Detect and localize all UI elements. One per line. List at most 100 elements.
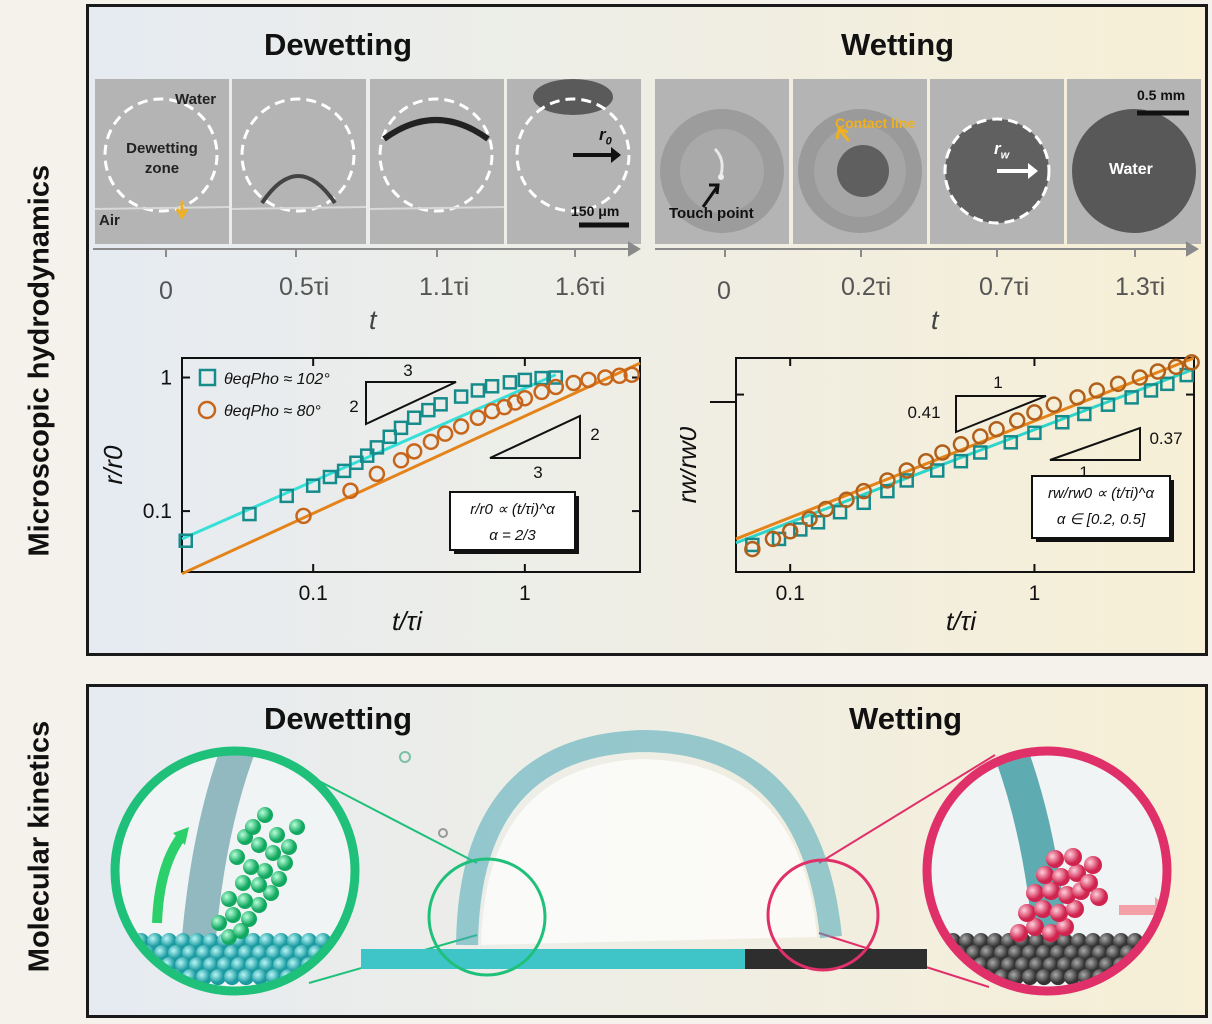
water-molecule <box>1036 866 1054 884</box>
data-point-circle <box>781 523 799 540</box>
lattice-atom <box>1057 933 1073 949</box>
slope-triangle <box>489 414 581 459</box>
top-panel: Dewetting Wetting Water Dewetting zone A… <box>86 4 1208 656</box>
wetting-frame-3-graphic <box>943 117 1051 225</box>
water-molecule <box>263 885 279 901</box>
data-point-square <box>1124 390 1139 405</box>
data-point-circle <box>1167 358 1185 376</box>
slope-run-label: 1 <box>993 373 1002 392</box>
lattice-atom <box>301 933 317 949</box>
water-label: Water <box>175 91 217 108</box>
water-molecule <box>233 923 249 939</box>
legend-label: θeqPho ≈ 80° <box>224 403 321 420</box>
data-point-square <box>359 448 375 463</box>
annotation-line1: rw/rw0 ∝ (t/τi)^α <box>1048 485 1155 502</box>
data-point-square <box>1160 376 1175 392</box>
lattice-atom <box>203 933 219 949</box>
data-point-circle <box>295 507 312 525</box>
frame-1-graphic <box>95 97 229 220</box>
wet-time-axis-label: t <box>931 305 939 335</box>
water-molecule <box>245 819 261 835</box>
slope-rise-label: 2 <box>349 397 358 416</box>
data-point-circle <box>988 420 1005 438</box>
x-axis-label: t/τi <box>946 606 977 636</box>
dewet-time-axis-label: t <box>369 305 377 335</box>
data-point-circle <box>972 428 989 445</box>
data-point-circle <box>506 394 524 411</box>
data-point-circle <box>855 482 872 500</box>
water-molecule <box>1090 888 1108 906</box>
data-point-circle <box>744 540 761 558</box>
data-point-square <box>421 402 436 418</box>
legend-marker-circle <box>197 400 217 420</box>
lattice-atom <box>182 945 198 962</box>
data-point-square <box>1179 367 1194 383</box>
data-point-circle <box>623 366 641 383</box>
water-molecule <box>1018 904 1036 922</box>
annotation-box <box>1031 475 1171 539</box>
lattice-atom <box>252 945 268 962</box>
data-point-circle <box>342 482 359 500</box>
water-molecule <box>289 819 305 835</box>
time-axes <box>93 241 1199 257</box>
lattice-atom <box>175 957 191 974</box>
data-point-circle <box>1045 396 1063 413</box>
data-point-circle <box>917 452 935 470</box>
wetting-frame-4: 0.5 mm Water <box>1067 79 1201 244</box>
water-molecule <box>211 915 227 931</box>
frame-3-graphic <box>370 97 504 213</box>
frame-4-graphic <box>515 79 631 228</box>
x-axis-label: t/τi <box>392 606 423 636</box>
lattice-atom <box>245 933 261 949</box>
data-point-circle <box>565 374 582 392</box>
wetting-frame-4-graphic <box>1072 109 1196 233</box>
slope-triangle <box>1049 426 1141 461</box>
legend-label: θeqPho ≈ 102° <box>224 371 330 388</box>
lattice-atom <box>119 957 135 974</box>
water-molecule <box>1026 918 1044 936</box>
lattice-atom <box>245 957 261 974</box>
slope-triangle <box>955 395 1047 434</box>
water-molecule <box>1042 924 1060 942</box>
lattice-atom <box>987 933 1003 949</box>
water-molecule <box>1058 886 1076 904</box>
lattice-atom <box>259 957 275 974</box>
data-point-square <box>242 506 257 522</box>
lattice-atom <box>189 957 205 974</box>
lattice-atom <box>1050 945 1066 962</box>
lattice-atom <box>1036 969 1052 986</box>
data-point-circle <box>422 433 440 451</box>
lattice-atom <box>126 969 142 986</box>
y-tick-label: 0.1 <box>143 500 172 523</box>
lattice-atom <box>224 969 240 986</box>
wetting-frame-3: rw <box>930 79 1064 244</box>
lattice-atom <box>115 969 128 986</box>
water-molecule <box>1050 904 1068 922</box>
lattice-atom <box>1008 945 1024 962</box>
lattice-atom <box>1113 933 1129 949</box>
data-point-square <box>929 463 945 478</box>
water-molecule <box>1052 868 1070 886</box>
water-molecule <box>243 859 259 875</box>
y-axis-label: r/r0 <box>100 445 128 485</box>
data-point-square <box>406 410 422 425</box>
data-point-square <box>369 440 385 455</box>
frame-2-graphic <box>232 97 366 213</box>
data-point-circle <box>952 436 970 453</box>
y-axis-label: rw/rw0 <box>680 426 702 503</box>
lattice-atom <box>1029 957 1045 974</box>
water-molecule <box>251 897 267 913</box>
data-point-circle <box>611 367 628 385</box>
data-point-square <box>178 533 194 548</box>
data-point-square <box>484 379 500 394</box>
lattice-atom <box>1057 957 1073 974</box>
lattice-atom <box>1085 933 1101 949</box>
lattice-atom <box>273 957 289 974</box>
wet-time-2: 0.7τi <box>979 273 1030 301</box>
lattice-atom <box>1071 957 1087 974</box>
lattice-atom <box>1036 945 1052 962</box>
slope-rise-label: 0.37 <box>1149 429 1182 448</box>
water-molecule <box>1056 918 1074 936</box>
data-point-square <box>336 463 352 479</box>
